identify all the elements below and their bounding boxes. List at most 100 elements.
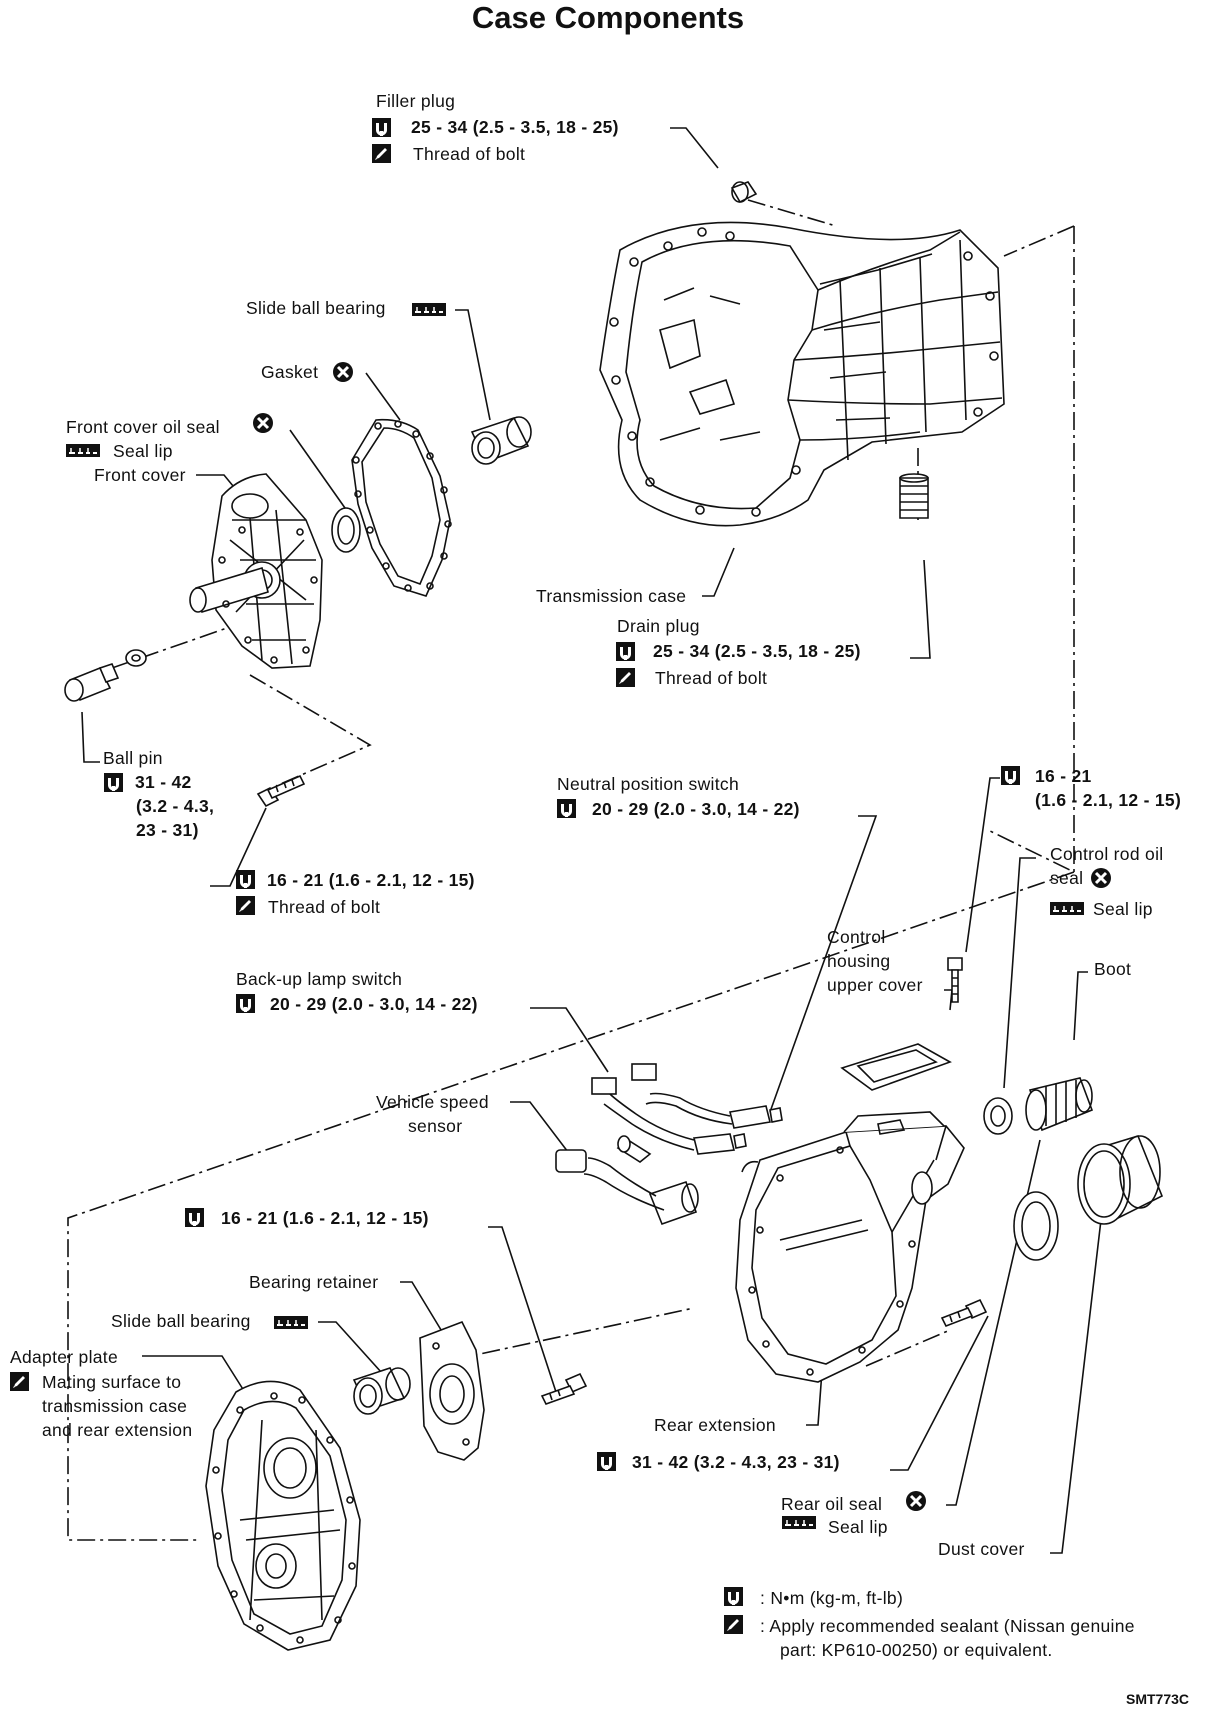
axis-line-diagonal xyxy=(67,871,1075,1541)
sealant-icon xyxy=(236,896,255,915)
sealant-icon xyxy=(10,1372,29,1391)
leader-vss xyxy=(510,1101,569,1153)
ball-pin-torque-3: 23 - 31) xyxy=(136,820,199,840)
axis-line-front-cover xyxy=(249,674,372,787)
leader-boot xyxy=(1073,971,1088,1041)
drain-plug-part xyxy=(899,473,929,519)
ball-pin-torque-1: 31 - 42 xyxy=(135,772,192,792)
torque-wrench-icon xyxy=(557,799,576,818)
do-not-reuse-icon xyxy=(904,1489,928,1513)
torque-wrench-icon xyxy=(724,1587,743,1606)
rear-extension-part xyxy=(735,1111,965,1383)
torque-wrench-icon xyxy=(597,1452,616,1471)
leader-front-cover-oil-seal xyxy=(289,429,346,509)
neutral-switch-label: Neutral position switch xyxy=(557,774,739,794)
page-title: Case Components xyxy=(471,0,745,35)
ball-pin-label: Ball pin xyxy=(103,748,163,768)
dust-cover-label: Dust cover xyxy=(938,1539,1025,1559)
slide-bearing-bottom-label: Slide ball bearing xyxy=(111,1311,251,1331)
rear-oil-seal-note: Seal lip xyxy=(828,1517,888,1537)
rear-extension-bolt-part xyxy=(940,1298,988,1328)
neutral-switch-part xyxy=(631,1063,783,1129)
backup-switch-torque: 20 - 29 (2.0 - 3.0, 14 - 22) xyxy=(270,994,478,1014)
bearing-retainer-label: Bearing retainer xyxy=(249,1272,379,1292)
leader-upper-cover xyxy=(944,989,953,1011)
ball-pin-part xyxy=(64,649,147,702)
front-cover-oil-seal-label: Front cover oil seal xyxy=(66,417,220,437)
legend-sealant-1: : Apply recommended sealant (Nissan genu… xyxy=(760,1616,1135,1636)
leader-upper-cover-bolt xyxy=(965,777,1000,953)
upper-cover-bolt-torque-2: (1.6 - 2.1, 12 - 15) xyxy=(1035,790,1182,810)
rear-extension-torque: 31 - 42 (3.2 - 4.3, 23 - 31) xyxy=(632,1452,840,1472)
legend-sealant-2: part: KP610-00250) or equivalent. xyxy=(780,1640,1053,1660)
transmission-case-label: Transmission case xyxy=(536,586,687,606)
adapter-plate-note-2: transmission case xyxy=(42,1396,188,1416)
grease-icon xyxy=(65,443,101,458)
adapter-plate-note-3: and rear extension xyxy=(42,1420,193,1440)
drain-plug-label: Drain plug xyxy=(617,616,700,636)
front-cover-bolt-note: Thread of bolt xyxy=(268,897,381,917)
front-cover-oil-seal-part xyxy=(331,507,361,553)
rear-oil-seal-part xyxy=(1013,1191,1059,1261)
filler-plug-part xyxy=(730,181,758,204)
bearing-retainer-part xyxy=(419,1320,485,1461)
filler-plug-torque: 25 - 34 (2.5 - 3.5, 18 - 25) xyxy=(411,117,619,137)
leader-neutral-switch xyxy=(769,815,878,1113)
grease-icon xyxy=(1049,901,1085,916)
leader-bearing-retainer xyxy=(400,1281,453,1349)
do-not-reuse-icon xyxy=(331,360,355,384)
neutral-switch-torque: 20 - 29 (2.0 - 3.0, 14 - 22) xyxy=(592,799,800,819)
filler-plug-note: Thread of bolt xyxy=(413,144,526,164)
sealant-icon xyxy=(724,1615,743,1634)
leader-transmission-case xyxy=(702,547,735,597)
leader-gasket xyxy=(365,372,401,421)
figure-code: SMT773C xyxy=(1126,1691,1190,1707)
slide-bearing-bottom-part xyxy=(352,1367,411,1415)
dust-cover-part xyxy=(1077,1135,1164,1225)
do-not-reuse-icon xyxy=(1089,866,1113,890)
control-rod-seal-note: Seal lip xyxy=(1093,899,1153,919)
adapter-plate-label: Adapter plate xyxy=(10,1347,119,1367)
leader-adapter-plate xyxy=(142,1355,247,1395)
drain-plug-note: Thread of bolt xyxy=(655,668,768,688)
torque-wrench-icon xyxy=(236,870,255,889)
leader-retainer-bolt xyxy=(488,1226,557,1393)
leader-drain-plug xyxy=(910,559,931,659)
torque-wrench-icon xyxy=(104,773,123,792)
leader-backup-switch xyxy=(530,1007,609,1073)
slide-bearing-top-label: Slide ball bearing xyxy=(246,298,386,318)
sealant-icon xyxy=(372,144,391,163)
grease-icon xyxy=(273,1315,309,1330)
front-cover-bolt-part xyxy=(256,774,306,808)
front-cover-label: Front cover xyxy=(94,465,186,485)
torque-wrench-icon xyxy=(236,994,255,1013)
axis-line-top-left xyxy=(1003,225,1075,257)
upper-cover-part xyxy=(840,1043,952,1091)
axis-line-retainer xyxy=(451,1307,695,1361)
gasket-part xyxy=(351,418,452,597)
leader-rear-oil-seal xyxy=(946,1139,1041,1506)
axis-line-filler xyxy=(747,199,837,227)
leader-filler-plug xyxy=(670,127,719,169)
boot-label: Boot xyxy=(1094,959,1132,979)
leader-front-cover-bolt xyxy=(210,807,267,887)
control-rod-oil-seal-part xyxy=(983,1097,1013,1135)
boot-part xyxy=(1025,1077,1094,1132)
axis-line-rear-ext xyxy=(865,1329,951,1367)
upper-cover-label-1: Control xyxy=(827,927,886,947)
transmission-case-part xyxy=(599,221,1005,527)
leader-dust-cover xyxy=(1050,1159,1109,1554)
leader-ball-pin xyxy=(81,711,100,763)
do-not-reuse-icon xyxy=(251,411,275,435)
ball-pin-torque-2: (3.2 - 4.3, xyxy=(136,796,215,816)
grease-icon xyxy=(411,302,447,317)
filler-plug-label: Filler plug xyxy=(376,91,456,111)
drain-plug-torque: 25 - 34 (2.5 - 3.5, 18 - 25) xyxy=(653,641,861,661)
grease-icon xyxy=(781,1515,817,1530)
leader-control-rod-seal xyxy=(1003,857,1036,1089)
retainer-bolt-part xyxy=(540,1372,588,1405)
upper-cover-bolt-torque-1: 16 - 21 xyxy=(1035,766,1092,786)
legend-torque-unit: : N•m (kg-m, ft-lb) xyxy=(760,1588,904,1608)
leader-rear-ext-bolt xyxy=(890,1315,989,1471)
